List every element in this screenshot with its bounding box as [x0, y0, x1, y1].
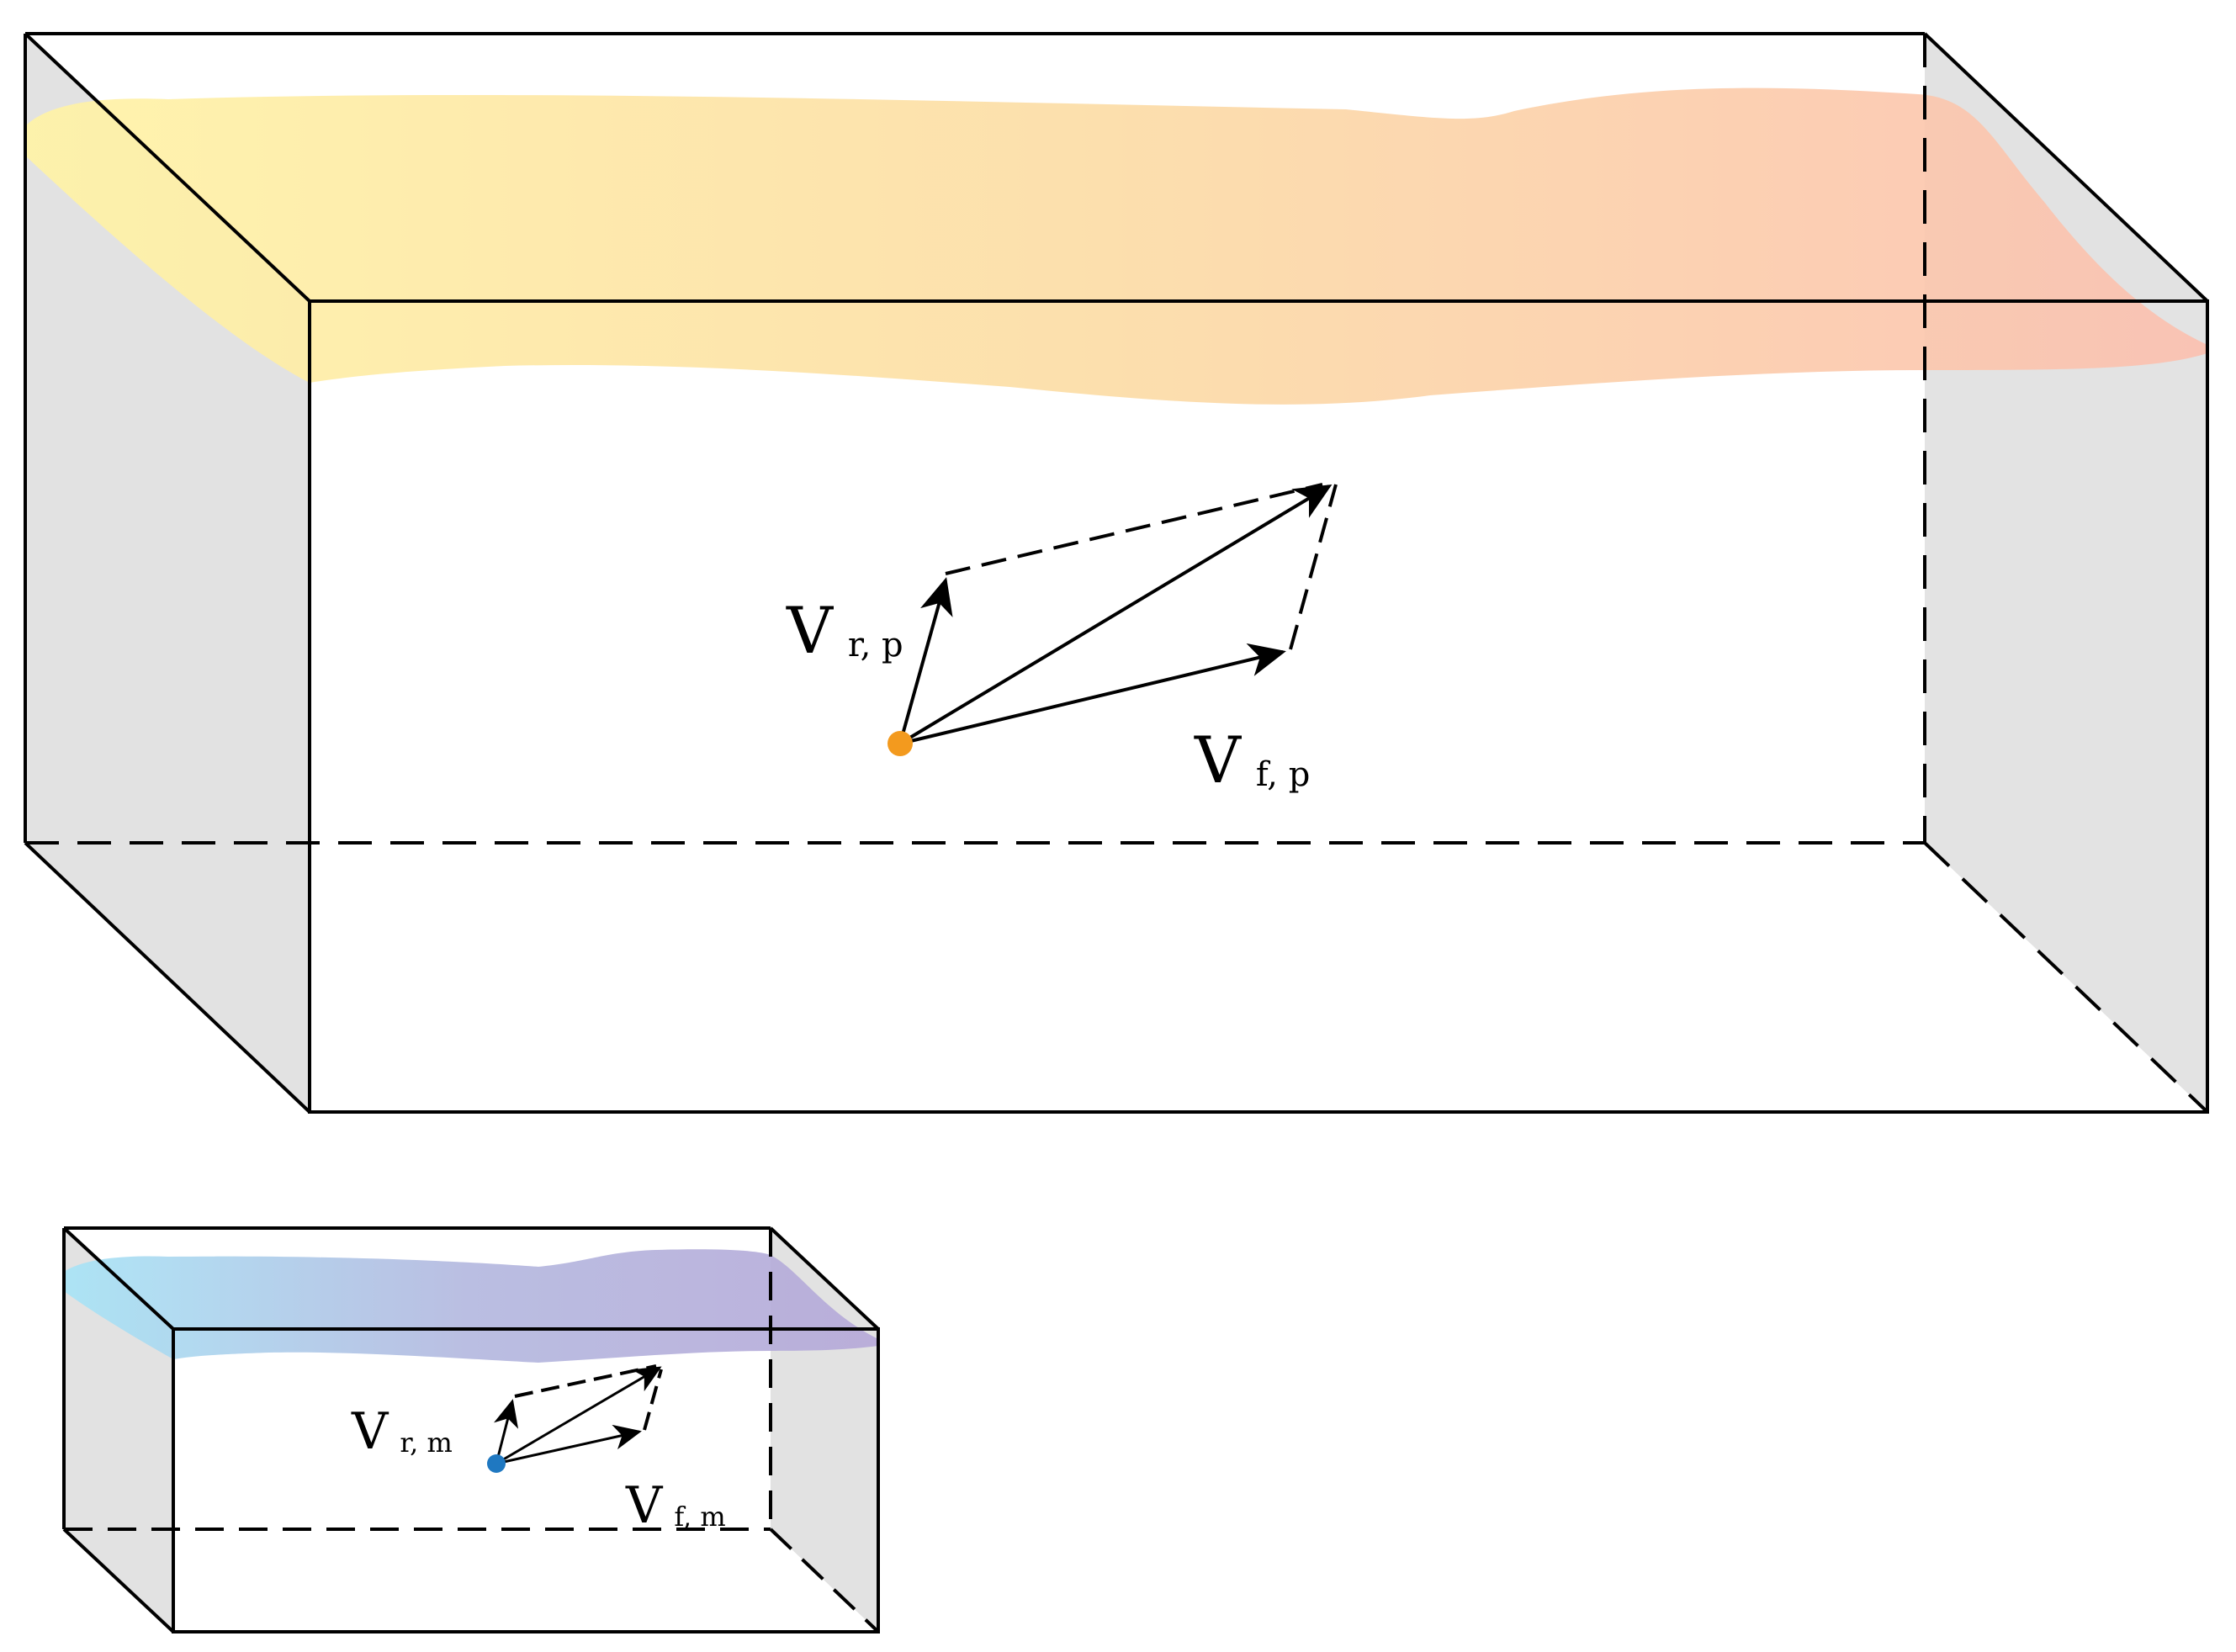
prototype-front-face-fill	[310, 301, 1925, 1112]
model-front-face	[173, 1329, 771, 1632]
model-flow-velocity-arrow	[495, 1424, 642, 1465]
prototype-particle	[888, 731, 913, 756]
model-water-surface	[64, 1249, 878, 1363]
prototype-flow-velocity-arrow	[899, 643, 1286, 745]
prototype-resultant-velocity-arrow	[898, 484, 1333, 745]
prototype-relative-velocity-arrow	[898, 577, 953, 744]
model-resultant-velocity-arrow	[495, 1366, 662, 1465]
model-tank-edges	[62, 1226, 880, 1633]
prototype-tank-edges	[24, 32, 2209, 1114]
prototype-dashed-top	[945, 483, 1323, 575]
prototype-dashed-right	[1289, 484, 1338, 650]
model-velocity-vectors	[494, 1364, 663, 1465]
model-hidden-edges	[64, 1228, 880, 1633]
prototype-hidden-edges	[25, 34, 2209, 1114]
model-dashed-right	[643, 1369, 663, 1431]
model-particle	[487, 1454, 506, 1473]
model-relative-velocity-arrow	[494, 1399, 519, 1464]
prototype-water-surface	[25, 87, 2207, 405]
prototype-velocity-vectors	[898, 483, 1338, 745]
model-dashed-top	[514, 1364, 657, 1398]
